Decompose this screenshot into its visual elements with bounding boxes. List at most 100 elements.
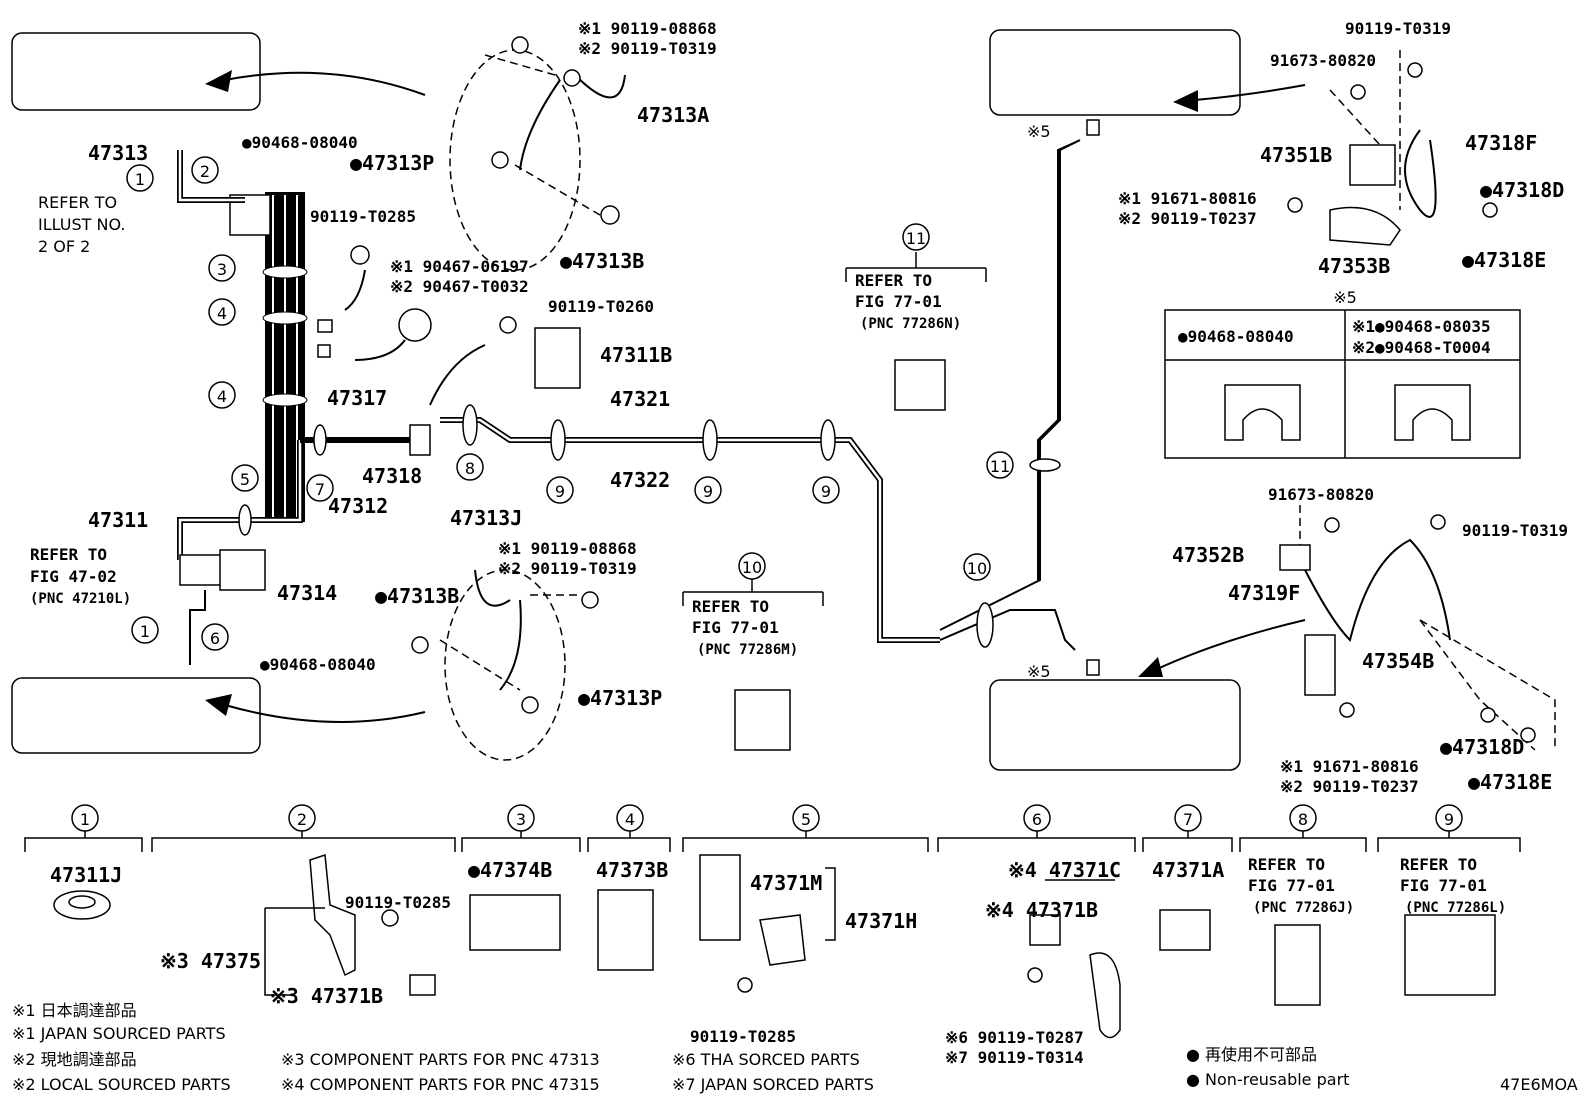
svg-text:REFER TO: REFER TO [692,597,769,616]
svg-text:1: 1 [135,170,145,189]
clamp-47371m [699,854,741,941]
svg-text:47322: 47322 [610,468,670,492]
svg-text:(PNC 77286J): (PNC 77286J) [1253,900,1354,916]
front-left-wheel-box [11,32,261,111]
svg-text:REFER TO: REFER TO [38,193,117,212]
front-right-wheel-box [989,29,1241,116]
svg-text:※7 JAPAN SORCED PARTS: ※7 JAPAN SORCED PARTS [672,1075,874,1094]
svg-text:6: 6 [210,629,220,648]
svg-text:47312: 47312 [328,494,388,518]
svg-text:91673-80820: 91673-80820 [1268,485,1374,504]
svg-text:47317: 47317 [327,386,387,410]
svg-text:※7 90119-T0314: ※7 90119-T0314 [945,1048,1084,1067]
svg-text:47311B: 47311B [600,343,672,367]
svg-text:※6 90119-T0287: ※6 90119-T0287 [945,1028,1084,1047]
svg-text:90119-T0319: 90119-T0319 [1345,19,1451,38]
svg-text:●47318E: ●47318E [1468,770,1552,794]
svg-text:●47313B: ●47313B [375,584,459,608]
svg-text:REFER TO: REFER TO [855,271,932,290]
svg-text:FIG 77-01: FIG 77-01 [1400,876,1487,895]
svg-text:47352B: 47352B [1172,543,1244,567]
svg-text:REFER TO: REFER TO [30,545,107,564]
svg-text:3: 3 [516,810,526,829]
svg-text:2: 2 [200,162,210,181]
svg-text:47353B: 47353B [1318,254,1390,278]
svg-text:47318F: 47318F [1465,131,1537,155]
svg-text:91673-80820: 91673-80820 [1270,51,1376,70]
svg-text:7: 7 [315,480,325,499]
svg-text:●47313P: ●47313P [350,151,434,175]
svg-text:※2 現地調達部品: ※2 現地調達部品 [12,1050,137,1069]
svg-text:90119-T0285: 90119-T0285 [310,207,416,226]
svg-text:●47318D: ●47318D [1440,735,1524,759]
svg-text:90119-T0319: 90119-T0319 [1462,521,1568,540]
arrow-front-right [1194,84,1306,101]
svg-text:47311J: 47311J [50,863,122,887]
svg-text:※4 47371B: ※4 47371B [985,898,1098,922]
svg-text:●47318E: ●47318E [1462,248,1546,272]
label-47313: 47313 [88,141,148,165]
svg-text:※1 90467-06197: ※1 90467-06197 [390,257,529,276]
svg-text:1: 1 [80,810,90,829]
connector-47374b [469,894,561,951]
svg-text:※1 91671-80816: ※1 91671-80816 [1118,189,1257,208]
diagram-code: 47E6MOA [1500,1075,1578,1094]
svg-text:(PNC 77286L): (PNC 77286L) [1405,900,1506,916]
clamp-47373b [597,889,654,971]
arrow-rear-right [1154,619,1306,671]
svg-text:(PNC 47210L): (PNC 47210L) [30,591,131,607]
svg-text:4: 4 [625,810,635,829]
svg-text:※2 90467-T0032: ※2 90467-T0032 [390,277,529,296]
svg-text:8: 8 [1298,810,1308,829]
clamp-77286j [1274,924,1321,1006]
svg-text:9: 9 [821,482,831,501]
svg-text:4: 4 [217,304,227,323]
svg-text:●90468-08040: ●90468-08040 [260,655,376,674]
svg-text:REFER TO: REFER TO [1400,855,1477,874]
svg-text:90119-T0285: 90119-T0285 [690,1027,796,1046]
clamp-47371a [1159,909,1211,951]
svg-text:※5: ※5 [1027,662,1051,681]
svg-text:※1 90119-08868: ※1 90119-08868 [578,19,717,38]
svg-text:(PNC 77286N): (PNC 77286N) [860,316,961,332]
svg-text:90119-T0285: 90119-T0285 [345,893,451,912]
svg-text:● 再使用不可部品: ● 再使用不可部品 [1186,1045,1317,1064]
svg-text:●47313B: ●47313B [560,249,644,273]
svg-text:※2 90119-T0237: ※2 90119-T0237 [1280,777,1419,796]
legend-brackets [24,820,1521,852]
svg-text:REFER TO: REFER TO [1248,855,1325,874]
svg-text:8: 8 [465,459,475,478]
svg-text:※4 COMPONENT PARTS FOR PNC 47: ※4 COMPONENT PARTS FOR PNC 47315 [281,1075,600,1094]
svg-text:●90468-08040: ●90468-08040 [242,133,358,152]
svg-text:FIG 77-01: FIG 77-01 [855,292,942,311]
svg-text:※1 90119-08868: ※1 90119-08868 [498,539,637,558]
refer-labels: REFER TO ILLUST NO. 2 OF 2 REFER TO FIG … [30,193,1506,916]
svg-text:※1 91671-80816: ※1 91671-80816 [1280,757,1419,776]
svg-text:2 OF 2: 2 OF 2 [38,237,90,256]
svg-text:47313A: 47313A [637,103,709,127]
svg-text:※3 47375: ※3 47375 [160,949,261,973]
svg-text:47319F: 47319F [1228,581,1300,605]
clip-table [1164,309,1521,459]
svg-text:※2 90119-T0319: ※2 90119-T0319 [498,559,637,578]
svg-text:2: 2 [297,810,307,829]
svg-text:47314: 47314 [277,581,337,605]
svg-text:47354B: 47354B [1362,649,1434,673]
svg-text:10: 10 [742,558,762,577]
svg-text:FIG 77-01: FIG 77-01 [1248,876,1335,895]
svg-text:6: 6 [1032,810,1042,829]
svg-text:※6 THA SORCED PARTS: ※6 THA SORCED PARTS [672,1050,860,1069]
svg-text:47318: 47318 [362,464,422,488]
svg-text:※5: ※5 [1027,122,1051,141]
callouts: 1 2 3 4 4 5 6 1 7 8 9 9 9 10 11 11 10 [126,156,1014,651]
svg-text:11: 11 [906,229,926,248]
svg-text:※1●90468-08035: ※1●90468-08035 [1352,317,1491,336]
rear-left-wheel-box [11,677,261,754]
svg-text:● Non-reusable part: ● Non-reusable part [1186,1070,1349,1089]
svg-text:●47374B: ●47374B [468,858,552,882]
svg-text:※1 JAPAN SOURCED PARTS: ※1 JAPAN SOURCED PARTS [12,1024,226,1043]
svg-text:※3 COMPONENT PARTS FOR PNC 47: ※3 COMPONENT PARTS FOR PNC 47313 [281,1050,600,1069]
svg-text:●47318D: ●47318D [1480,178,1564,202]
svg-text:※3 47371B: ※3 47371B [270,984,383,1008]
